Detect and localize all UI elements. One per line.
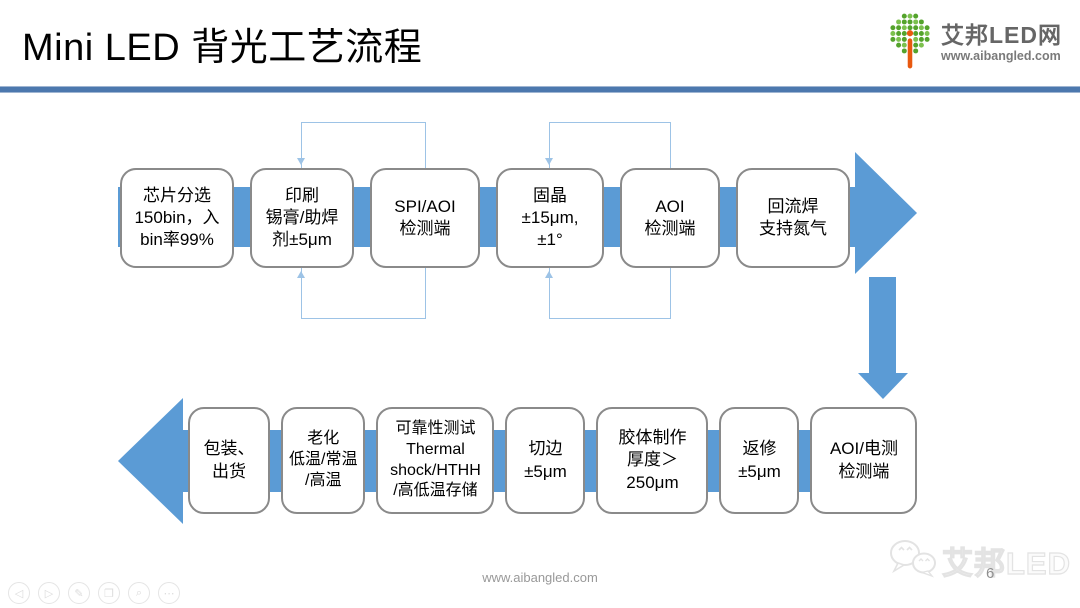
flow-step-aoi-electrical-test: AOI/电测 检测端 bbox=[810, 407, 918, 514]
flow-step-spi-aoi-inspection: SPI/AOI 检测端 bbox=[370, 168, 480, 268]
down-arrow-icon bbox=[858, 373, 908, 399]
flow-step-reliability-test: 可靠性测试 Thermal shock/HTHH /高低温存储 bbox=[376, 407, 495, 514]
page-number: 6 bbox=[986, 565, 995, 582]
loop-arrow-up-icon bbox=[545, 271, 553, 278]
title-divider bbox=[0, 86, 1080, 93]
footer-site-url: www.aibangled.com bbox=[482, 570, 598, 585]
wechat-watermark: 艾邦LED bbox=[888, 538, 1071, 583]
flow-step-encapsulation: 胶体制作 厚度＞ 250μm bbox=[596, 407, 709, 514]
top-flow-band bbox=[118, 187, 855, 247]
loop-arrow-down-icon bbox=[297, 158, 305, 165]
flow-step-reflow-soldering: 回流焊 支持氮气 bbox=[736, 168, 850, 268]
watermark-text: 艾邦LED bbox=[941, 545, 1071, 581]
flow-step-packing-shipping: 包装、 出货 bbox=[188, 407, 270, 514]
page-title: Mini LED 背光工艺流程 bbox=[22, 27, 423, 69]
zoom-button[interactable]: ⌕ bbox=[128, 582, 150, 604]
pen-button[interactable]: ✎ bbox=[68, 582, 90, 604]
flow-step-aoi-inspection: AOI 检测端 bbox=[620, 168, 720, 268]
loop-arrow-up-icon bbox=[297, 271, 305, 278]
slideshow-controls: ◁ ▷ ✎ ❐ ⌕ ⋯ bbox=[8, 582, 180, 604]
flow-step-chip-sorting: 芯片分选 150bin，入 bin率99% bbox=[120, 168, 234, 268]
feedback-loop-aoi-to-diebond-top bbox=[549, 122, 671, 187]
feedback-loop-spi-to-print-top bbox=[301, 122, 426, 187]
flow-step-rework: 返修 ±5μm bbox=[719, 407, 800, 514]
previous-slide-button[interactable]: ◁ bbox=[8, 582, 30, 604]
copy-slide-button[interactable]: ❐ bbox=[98, 582, 120, 604]
down-arrow-shaft bbox=[869, 277, 896, 373]
wechat-icon bbox=[888, 538, 938, 583]
left-arrow-icon bbox=[118, 398, 183, 524]
flow-step-edge-cutting: 切边 ±5μm bbox=[505, 407, 586, 514]
more-options-button[interactable]: ⋯ bbox=[158, 582, 180, 604]
flow-step-solder-printing: 印刷 锡膏/助焊 剂±5μm bbox=[250, 168, 354, 268]
feedback-loop-aoi-to-diebond-bottom bbox=[549, 256, 671, 319]
site-logo: 艾邦LED网 www.aibangled.com bbox=[887, 12, 1062, 75]
tree-logo-icon bbox=[887, 12, 933, 75]
feedback-loop-spi-to-print-bottom bbox=[301, 256, 426, 319]
flow-step-die-bonding: 固晶 ±15μm, ±1° bbox=[496, 168, 604, 268]
right-arrow-icon bbox=[855, 152, 917, 274]
logo-url: www.aibangled.com bbox=[941, 49, 1061, 64]
top-process-row: 芯片分选 150bin，入 bin率99% 印刷 锡膏/助焊 剂±5μm SPI… bbox=[120, 168, 850, 268]
loop-arrow-down-icon bbox=[545, 158, 553, 165]
flow-step-aging: 老化 低温/常温 /高温 bbox=[281, 407, 366, 514]
logo-name: 艾邦LED网 bbox=[941, 21, 1062, 48]
next-slide-button[interactable]: ▷ bbox=[38, 582, 60, 604]
bottom-process-row: 包装、 出货 老化 低温/常温 /高温 可靠性测试 Thermal shock/… bbox=[188, 407, 918, 514]
